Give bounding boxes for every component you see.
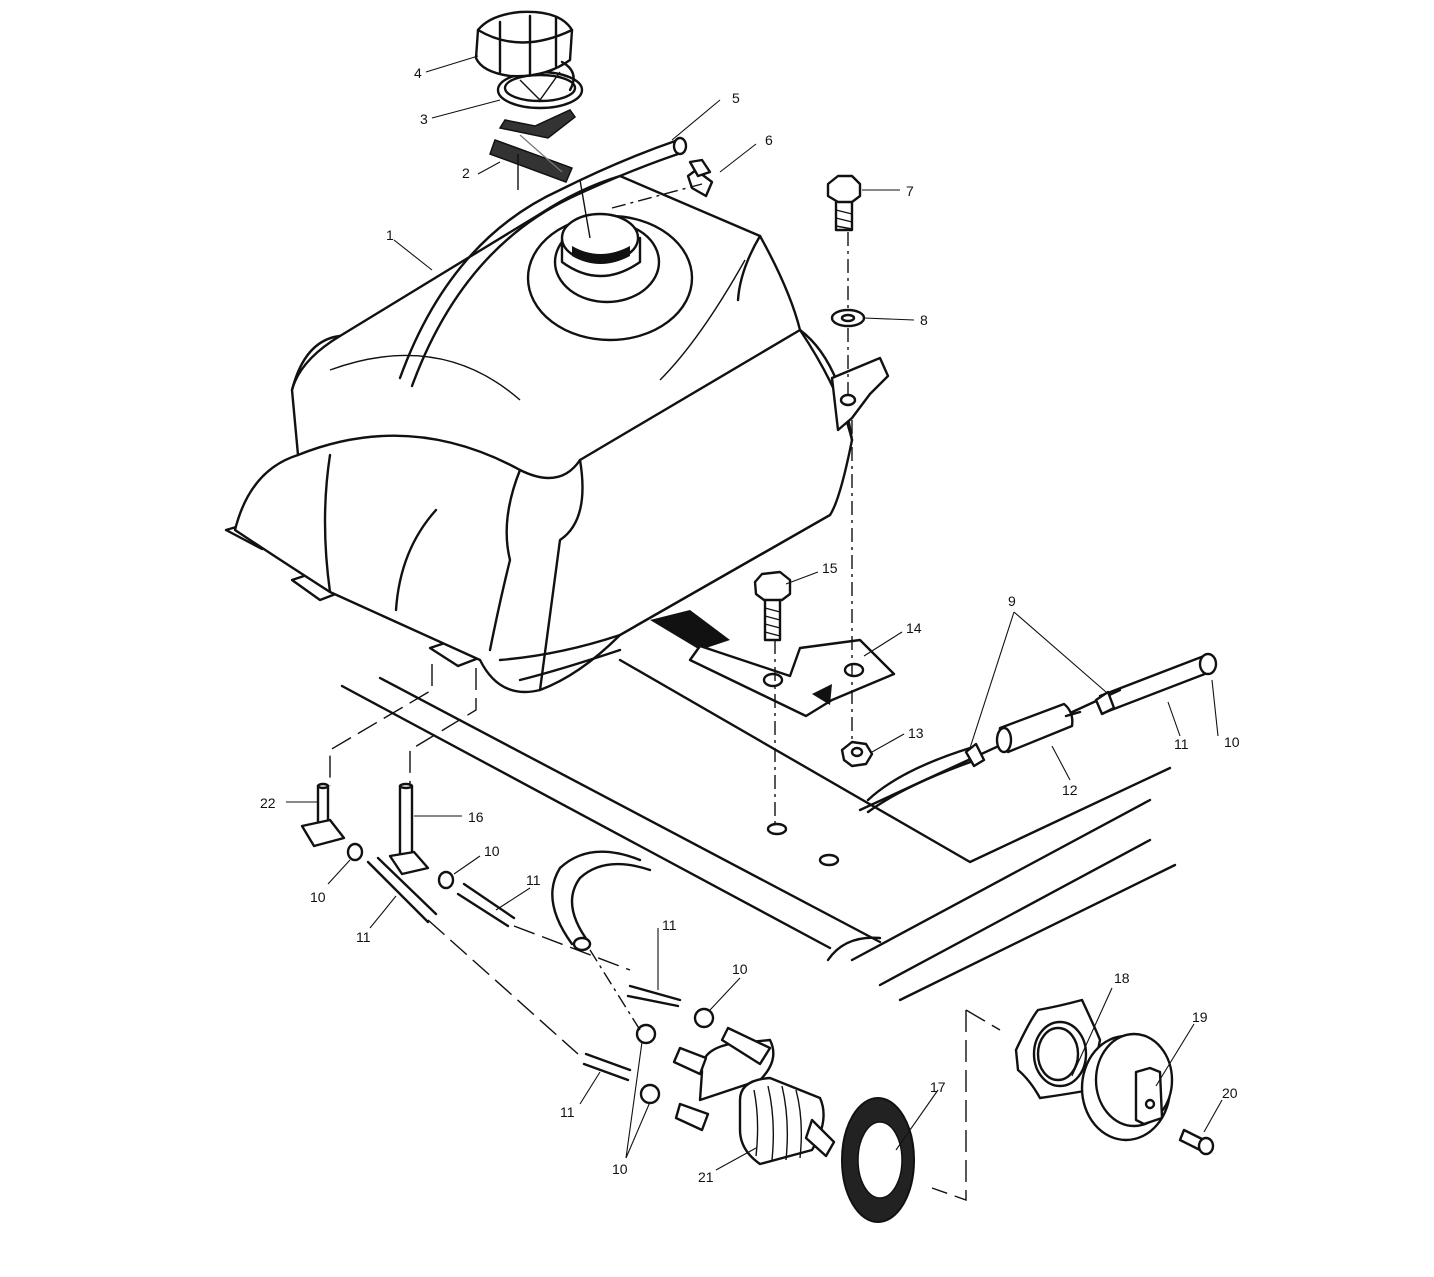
callout-7: 7 xyxy=(906,183,914,199)
fuel-filter xyxy=(995,702,1082,754)
fuel-line-right xyxy=(866,652,1218,814)
tee-fitting-16 xyxy=(388,782,430,876)
callout-labels: 1 2 3 4 5 6 7 8 9 10 11 12 13 14 15 22 1… xyxy=(260,65,1240,1185)
callout-8: 8 xyxy=(920,312,928,328)
bracket-bolt xyxy=(753,570,792,642)
callout-10-b: 10 xyxy=(484,843,500,859)
fuel-cap xyxy=(474,10,575,102)
callout-3: 3 xyxy=(420,111,428,127)
callout-14: 14 xyxy=(906,620,922,636)
callout-1: 1 xyxy=(386,227,394,243)
callout-2: 2 xyxy=(462,165,470,181)
foam-pad xyxy=(489,109,577,183)
elbow-fitting xyxy=(686,158,714,198)
callout-6: 6 xyxy=(765,132,773,148)
fuel-tank xyxy=(224,136,854,694)
hoses xyxy=(366,850,682,1082)
callout-16: 16 xyxy=(468,809,484,825)
tee-fitting-22 xyxy=(300,782,346,848)
knob-screw xyxy=(1178,1128,1215,1156)
callout-17: 17 xyxy=(930,1079,946,1095)
callout-10-d: 10 xyxy=(732,961,748,977)
callout-11-b: 11 xyxy=(356,929,371,945)
callout-4: 4 xyxy=(414,65,422,81)
callout-12: 12 xyxy=(1062,782,1078,798)
callout-10-c: 10 xyxy=(310,889,326,905)
tank-bolt xyxy=(826,174,862,232)
valve-nut xyxy=(1014,998,1102,1100)
callout-11-d: 11 xyxy=(662,917,677,933)
callout-15: 15 xyxy=(822,560,838,576)
callout-18: 18 xyxy=(1114,970,1130,986)
callout-11-e: 11 xyxy=(560,1104,575,1120)
tank-right-bracket xyxy=(830,356,890,432)
callout-11-c: 11 xyxy=(526,872,541,888)
callout-5: 5 xyxy=(732,90,740,106)
fuel-valve xyxy=(672,1026,836,1166)
assembly-lines xyxy=(329,154,1001,1201)
valve-knob xyxy=(1080,1032,1174,1142)
callout-10-e: 10 xyxy=(612,1161,628,1177)
leader-lines xyxy=(286,55,1223,1171)
callout-22: 22 xyxy=(260,795,276,811)
callout-10-a: 10 xyxy=(1224,734,1240,750)
callout-11-a: 11 xyxy=(1174,736,1189,752)
callout-21: 21 xyxy=(698,1169,714,1185)
hose-clamps xyxy=(346,842,715,1105)
callout-13: 13 xyxy=(908,725,924,741)
valve-gasket xyxy=(841,1097,915,1223)
callout-19: 19 xyxy=(1192,1009,1208,1025)
hex-nut xyxy=(840,740,874,768)
callout-20: 20 xyxy=(1222,1085,1238,1101)
lower-bracket xyxy=(650,610,896,718)
callout-9: 9 xyxy=(1008,593,1016,609)
flat-washer xyxy=(830,308,866,328)
